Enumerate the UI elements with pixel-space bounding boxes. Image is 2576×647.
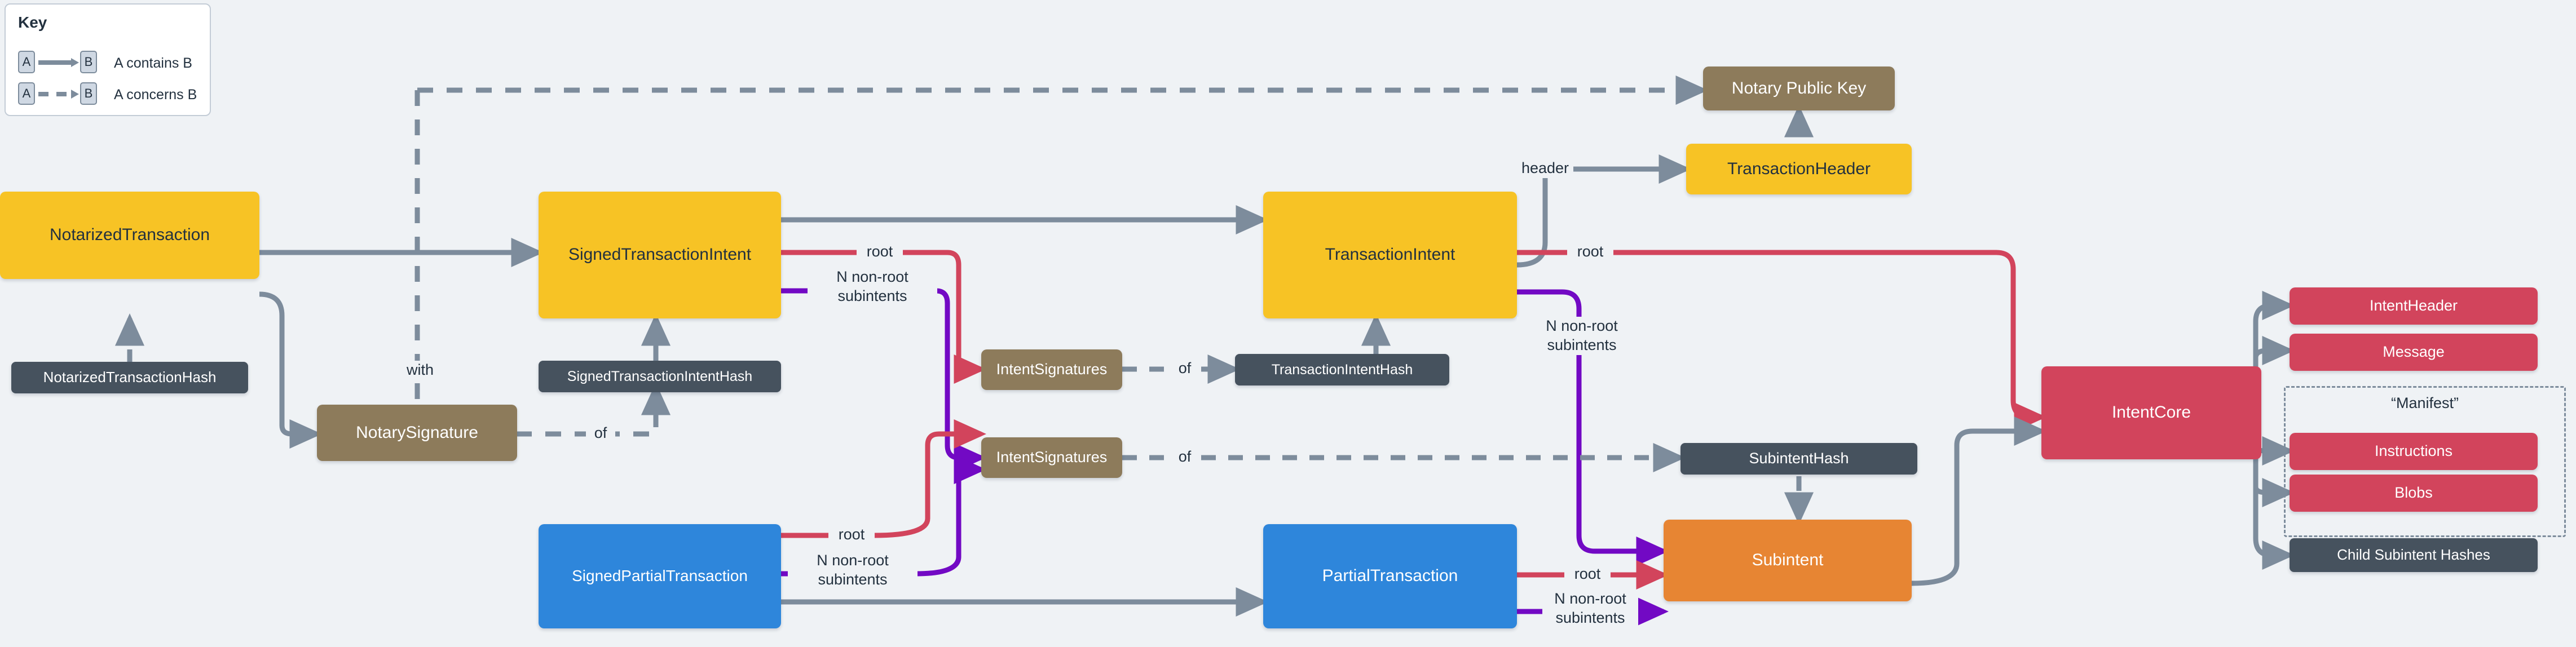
edge-label-with: with xyxy=(389,361,451,380)
node-transaction-intent[interactable]: TransactionIntent xyxy=(1263,192,1517,318)
node-intent-header[interactable]: IntentHeader xyxy=(2290,287,2538,325)
edge-label-of-2: of xyxy=(1169,359,1201,378)
node-subintent-hash[interactable]: SubintentHash xyxy=(1680,443,1917,475)
key-box-a: A xyxy=(18,51,35,73)
edge-label-root-3: root xyxy=(828,525,875,544)
edge-label-root-2: root xyxy=(1567,242,1613,262)
node-blobs[interactable]: Blobs xyxy=(2290,475,2538,512)
node-notary-public-key[interactable]: Notary Public Key xyxy=(1703,67,1895,110)
node-partial-transaction[interactable]: PartialTransaction xyxy=(1263,524,1517,628)
key-label-concerns: A concerns B xyxy=(114,87,197,103)
key-label-contains: A contains B xyxy=(114,55,192,71)
node-message[interactable]: Message xyxy=(2290,334,2538,371)
manifest-group-label: “Manifest” xyxy=(2390,395,2459,411)
edge-label-of-3: of xyxy=(1169,447,1201,467)
edge-label-nonroot-3: N non-root subintents xyxy=(788,551,918,590)
node-child-subintent-hashes[interactable]: Child Subintent Hashes xyxy=(2290,538,2538,572)
node-subintent[interactable]: Subintent xyxy=(1664,520,1912,601)
node-signed-partial-transaction[interactable]: SignedPartialTransaction xyxy=(539,524,781,628)
node-instructions[interactable]: Instructions xyxy=(2290,433,2538,470)
node-intent-signatures-top[interactable]: IntentSignatures xyxy=(981,349,1122,390)
edge-label-of-1: of xyxy=(586,424,615,443)
key-box-b: B xyxy=(80,51,97,73)
key-title: Key xyxy=(18,14,47,31)
edge-label-nonroot-1: N non-root subintents xyxy=(808,268,937,306)
edge-label-root-1: root xyxy=(857,242,903,262)
edge-label-root-4: root xyxy=(1564,565,1611,584)
key-legend: Key A B A contains B A B A concerns B xyxy=(5,3,211,116)
arrow-solid-icon xyxy=(38,58,79,67)
node-notarized-transaction[interactable]: NotarizedTransaction xyxy=(0,192,259,279)
node-transaction-intent-hash[interactable]: TransactionIntentHash xyxy=(1235,354,1449,385)
key-box-a-2: A xyxy=(18,82,35,105)
node-notarized-transaction-hash[interactable]: NotarizedTransactionHash xyxy=(11,362,248,393)
node-intent-signatures-bottom[interactable]: IntentSignatures xyxy=(981,437,1122,478)
edge-label-nonroot-2: N non-root subintents xyxy=(1517,317,1647,355)
key-box-b-2: B xyxy=(80,82,97,105)
node-notary-signature[interactable]: NotarySignature xyxy=(317,405,517,461)
node-transaction-header[interactable]: TransactionHeader xyxy=(1686,144,1912,194)
arrow-dashed-icon xyxy=(38,90,79,99)
edge-label-nonroot-4: N non-root subintents xyxy=(1542,590,1638,628)
node-signed-transaction-intent-hash[interactable]: SignedTransactionIntentHash xyxy=(539,361,781,392)
node-intent-core[interactable]: IntentCore xyxy=(2041,366,2261,459)
node-signed-transaction-intent[interactable]: SignedTransactionIntent xyxy=(539,192,781,318)
edge-label-header: header xyxy=(1517,159,1573,178)
